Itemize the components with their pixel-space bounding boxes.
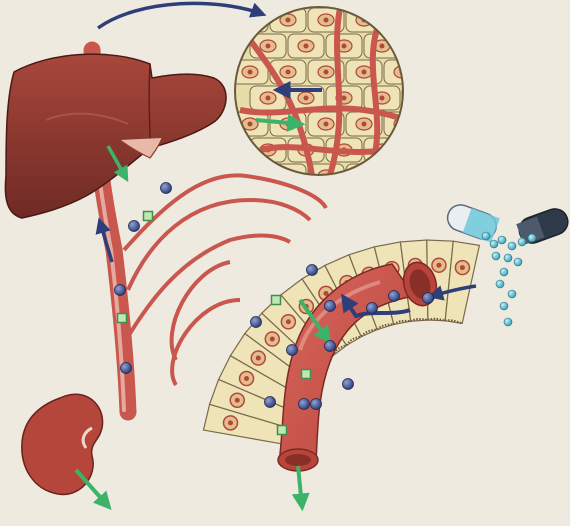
- drug-molecule: [423, 293, 434, 304]
- hepatocyte-nucleolus: [362, 122, 367, 127]
- kidney: [22, 394, 103, 494]
- hepatocyte-nucleolus: [400, 174, 405, 179]
- hepatocyte-nucleus: [394, 170, 410, 182]
- capsule-granule: [514, 258, 522, 266]
- hepatocyte: [402, 34, 438, 58]
- hepatocyte: [402, 138, 438, 162]
- intestinal-villi: [203, 240, 479, 444]
- metabolite: [302, 370, 311, 379]
- hepatocyte-nucleolus: [342, 44, 347, 49]
- metabolite: [144, 212, 153, 221]
- hepatocyte-nucleolus: [248, 70, 253, 75]
- hepatocyte-nucleolus: [266, 96, 271, 101]
- hepatocyte-nucleolus: [324, 122, 329, 127]
- hepatocyte-nucleolus: [362, 70, 367, 75]
- capsule-granule: [482, 232, 490, 240]
- vessel-exit-arrow: [298, 466, 302, 506]
- hepatocyte-nucleolus: [266, 44, 271, 49]
- hepatocyte-nucleolus: [248, 122, 253, 127]
- capsule-granule: [490, 240, 498, 248]
- hepatocyte-nucleolus: [286, 70, 291, 75]
- drug-molecule: [115, 285, 126, 296]
- drug-molecule: [367, 303, 378, 314]
- capsule-granule: [504, 254, 512, 262]
- hepatocyte-nucleolus: [324, 70, 329, 75]
- liver-lobule-magnified: [230, 5, 438, 188]
- hepatocyte-nucleolus: [418, 148, 423, 153]
- villus-nucleolus: [270, 337, 275, 342]
- drug-molecule: [299, 399, 310, 410]
- villus-nucleolus: [235, 398, 240, 403]
- hepatocyte-nucleus: [242, 14, 258, 26]
- hepatocyte-nucleolus: [400, 18, 405, 23]
- villus-nucleolus: [460, 265, 465, 270]
- drug-molecule: [129, 221, 140, 232]
- drug-molecule: [265, 397, 276, 408]
- villus-nucleolus: [228, 420, 233, 425]
- metabolite: [278, 426, 287, 435]
- drug-molecule: [325, 341, 336, 352]
- hepatocyte: [402, 86, 438, 110]
- hepatocyte-nucleolus: [248, 18, 253, 23]
- drug-molecule: [287, 345, 298, 356]
- villus-nucleolus: [286, 319, 291, 324]
- drug-molecule: [161, 183, 172, 194]
- hepatocyte-nucleolus: [286, 18, 291, 23]
- capsule-granules: [482, 232, 536, 326]
- hepatocyte-nucleolus: [362, 174, 367, 179]
- capsule-granule: [492, 252, 500, 260]
- hepatocyte-nucleolus: [304, 44, 309, 49]
- hepatocyte-nucleolus: [342, 96, 347, 101]
- capsule-granule: [518, 238, 526, 246]
- metabolite: [118, 314, 127, 323]
- hepatocyte-nucleus: [394, 14, 410, 26]
- capsule-granule: [500, 268, 508, 276]
- drug-molecule: [307, 265, 318, 276]
- drug-molecule: [121, 363, 132, 374]
- villus-nucleolus: [244, 376, 249, 381]
- villus-nucleolus: [256, 356, 261, 361]
- drug-molecule: [343, 379, 354, 390]
- metabolite: [272, 296, 281, 305]
- capsule: [444, 201, 570, 247]
- capsule-granule: [504, 318, 512, 326]
- hepatocyte-nucleolus: [380, 44, 385, 49]
- hepatocyte: [384, 164, 420, 188]
- hepatocyte-nucleolus: [286, 174, 291, 179]
- hepatocyte-nucleus: [412, 92, 428, 104]
- hepatocyte: [384, 8, 420, 32]
- drug-molecule: [325, 301, 336, 312]
- hepatocyte-nucleus: [412, 144, 428, 156]
- villus-nucleolus: [436, 263, 441, 268]
- capsule-granule: [498, 236, 506, 244]
- hepatocyte-nucleus: [356, 170, 372, 182]
- liver: [5, 54, 226, 218]
- hepatocyte-nucleolus: [418, 44, 423, 49]
- villus-nucleolus: [323, 291, 328, 296]
- hepatocyte-nucleolus: [380, 96, 385, 101]
- capsule-granule: [500, 302, 508, 310]
- capsule-granule: [496, 280, 504, 288]
- capsule-granule: [508, 242, 516, 250]
- magnify-arrow: [98, 3, 262, 28]
- hepatocyte-nucleus: [412, 40, 428, 52]
- hepatocyte-nucleolus: [400, 122, 405, 127]
- drug-molecule: [389, 291, 400, 302]
- hepatocyte-nucleolus: [304, 96, 309, 101]
- capsule-granule: [508, 290, 516, 298]
- drug-molecule: [311, 399, 322, 410]
- hepatocyte-nucleolus: [418, 96, 423, 101]
- hepatocyte-nucleolus: [324, 18, 329, 23]
- capsule-granule: [528, 234, 536, 242]
- drug-molecule: [251, 317, 262, 328]
